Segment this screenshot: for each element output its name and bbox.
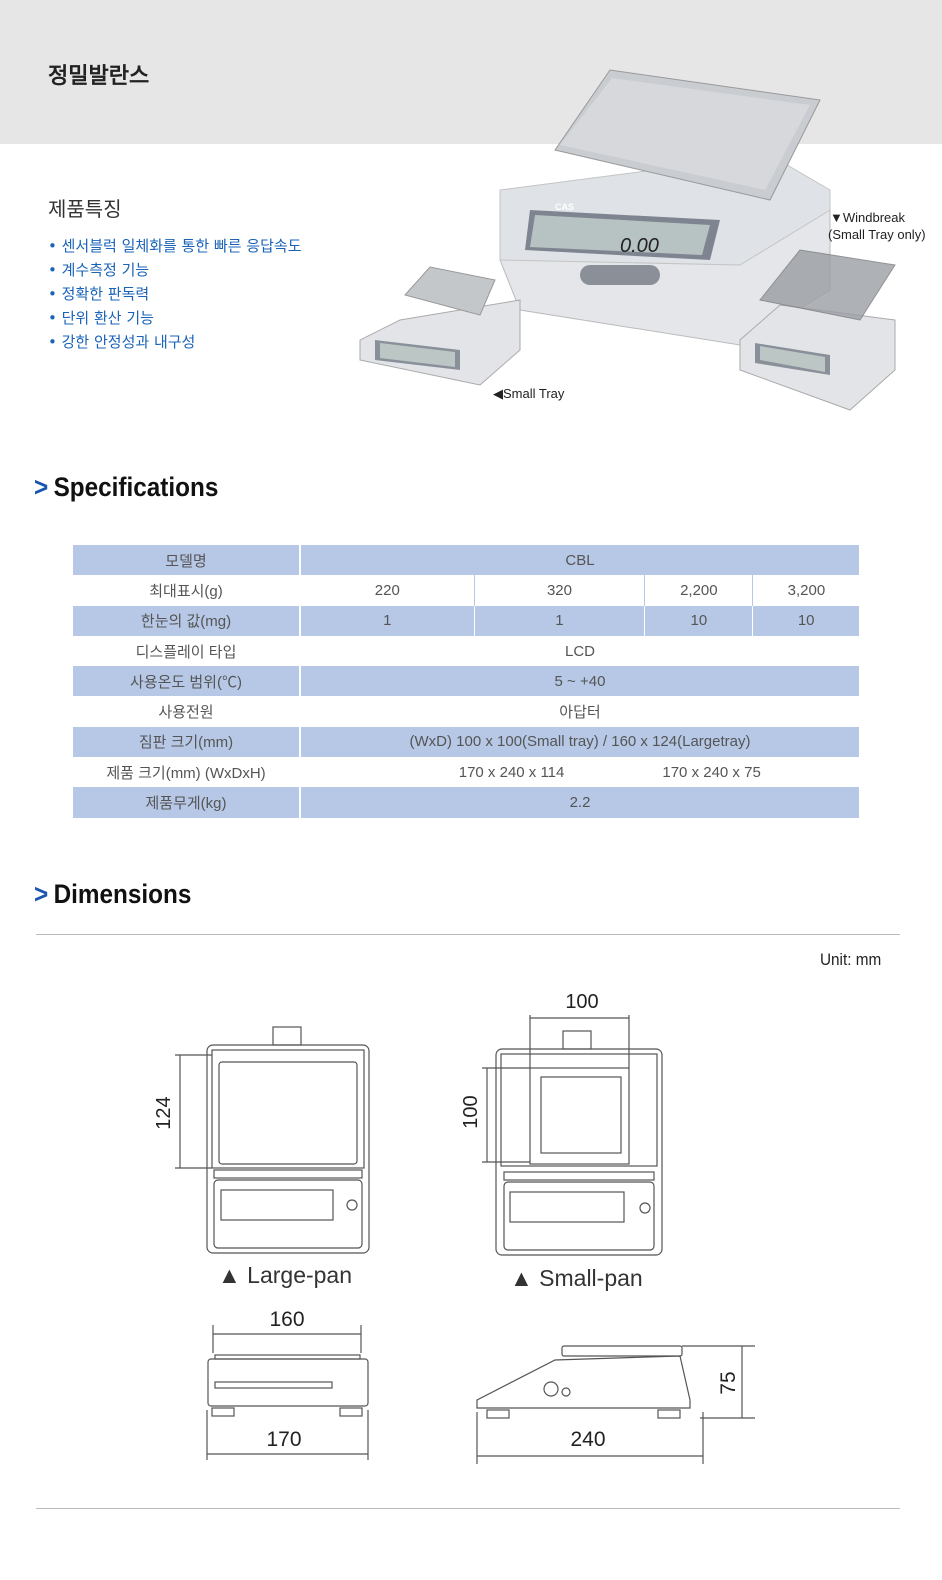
cell: LCD [300,635,860,667]
front-pan-width-label: 160 [269,1308,304,1331]
cell: 220 [300,575,475,606]
large-pan-caption: ▲ Large-pan [218,1262,352,1288]
brand-logo: CAS [555,202,574,212]
row-label: 최대표시(g) [73,575,301,606]
unit-label: Unit: mm [820,950,882,969]
product-photo: 0.00 CAS [359,69,896,411]
row-label: 짐판 크기(mm) [73,726,301,758]
dimensions-title: Dimensions [53,879,192,909]
windbreak-note-sub: (Small Tray only) [828,227,926,242]
divider [36,1508,900,1509]
side-depth-label: 240 [570,1428,605,1451]
large-pan-top-view [175,1026,370,1254]
small-pan-caption: ▲ Small-pan [510,1265,643,1291]
cell: 1 [474,605,646,636]
cell: 아답터 [300,696,860,727]
feature-item: 단위 환산 기능 [48,306,302,330]
cell: 10 [644,605,754,636]
large-scale-image: 0.00 CAS [499,69,831,346]
display-readout: 0.00 [620,235,659,257]
small-pan-top-view [482,1015,663,1256]
cell: 1 [300,605,475,636]
table-row: 사용온도 범위(℃)5 ~ +40 [73,666,860,697]
cell: 5 ~ +40 [300,666,860,697]
features-title: 제품특징 [48,197,122,221]
small-tray-scale-image [359,266,521,386]
small-tray-note: ◀Small Tray [493,386,565,401]
row-label: 제품 크기(mm) (WxDxH) [73,757,301,788]
dimension-drawings: 124 ▲ Large-pan 100 100 ▲ Small-pan 160 … [153,991,755,1464]
row-label: 디스플레이 타입 [73,635,301,667]
feature-item: 센서블럭 일체화를 통한 빠른 응답속도 [48,234,302,258]
cell: 170 x 240 x 114 [300,757,646,788]
cell: 3,200 [752,575,860,606]
table-row: 짐판 크기(mm)(WxD) 100 x 100(Small tray) / 1… [73,726,860,758]
specifications-heading: >Specifications [34,472,219,502]
cell: 2.2 [300,787,860,818]
front-view [206,1325,369,1460]
side-height-label: 75 [717,1371,740,1394]
feature-item: 정확한 판독력 [48,282,302,306]
feature-item: 강한 안정성과 내구성 [48,330,302,354]
table-row: 제품무게(kg)2.2 [73,787,860,818]
divider [36,934,900,935]
row-label: 사용전원 [73,696,301,727]
row-label: 제품무게(kg) [73,787,301,818]
cell: (WxD) 100 x 100(Small tray) / 160 x 124(… [300,726,860,758]
cell: 10 [752,605,860,636]
cell: 170 x 240 x 75 [644,757,860,788]
features-list: 센서블럭 일체화를 통한 빠른 응답속도 계수측정 기능 정확한 판독력 단위 … [48,234,302,354]
feature-item: 계수측정 기능 [48,258,302,282]
specifications-title: Specifications [53,472,219,502]
page-title: 정밀발란스 [48,64,150,89]
cell: CBL [300,545,860,576]
row-label: 모델명 [73,545,301,576]
cell: 320 [474,575,646,606]
large-depth-label: 124 [153,1096,175,1129]
small-width-label: 100 [565,991,598,1013]
side-view [476,1345,755,1464]
cell: 2,200 [644,575,754,606]
windbreak-note: ▼Windbreak [830,210,906,225]
small-depth-label: 100 [460,1095,482,1128]
row-label: 사용온도 범위(℃) [73,666,301,697]
windbreak-scale-image [739,249,896,411]
front-width-label: 170 [266,1428,301,1451]
row-label: 한눈의 값(mg) [73,605,301,636]
dimensions-heading: >Dimensions [34,879,192,909]
